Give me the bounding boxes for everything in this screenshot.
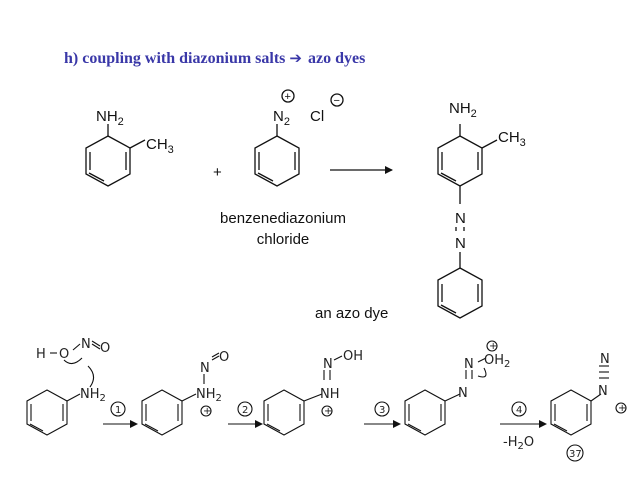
toluidine-ch: CH3: [146, 136, 174, 156]
heading-prefix: h): [64, 50, 79, 67]
heading-text: coupling with diazonium salts: [82, 50, 286, 67]
int1-n: N: [200, 361, 210, 376]
chloride-charge: −: [334, 95, 340, 107]
azo-n-top: N: [455, 210, 466, 227]
nitrous-o: O: [59, 347, 69, 362]
nitrous-n: N: [81, 337, 91, 352]
step1-label: 1: [115, 405, 121, 416]
product-nh: NH2: [449, 100, 477, 120]
diazonium-charge: +: [285, 91, 291, 103]
int3-oh: OH2: [484, 353, 510, 370]
int2-nh: NH: [320, 387, 340, 402]
final-charge: +: [618, 403, 626, 414]
toluidine-nh: NH2: [96, 108, 124, 128]
minus-water: -H2O: [503, 435, 534, 452]
slide-number: 37: [569, 449, 582, 460]
step3-label: 3: [379, 405, 385, 416]
mechanism-drawing: [26, 340, 627, 462]
aniline-nh: NH2: [80, 387, 106, 404]
final-n2: N: [598, 384, 608, 399]
final-n1: N: [600, 352, 610, 367]
product-ch: CH3: [498, 129, 526, 149]
heading-product: azo dyes: [307, 50, 366, 67]
diazonium-molecule: [254, 89, 344, 187]
step4-label: 4: [516, 405, 522, 416]
step2-label: 2: [242, 405, 248, 416]
int3-n2: N: [458, 386, 468, 401]
nitrous-h: H: [36, 347, 46, 362]
int3-charge: +: [489, 341, 497, 352]
int2-oh: OH: [343, 349, 363, 364]
reagent-name-line1: benzenediazonium: [220, 210, 346, 227]
reagent-name-line2: chloride: [257, 231, 310, 248]
plus-sign: +: [213, 164, 222, 181]
diazonium-n: N2: [273, 108, 290, 128]
chloride-ion: Cl: [310, 108, 324, 125]
int2-charge: +: [324, 406, 332, 417]
slide-heading: h) coupling with diazonium salts➔ azo dye…: [64, 49, 365, 68]
int1-o: O: [219, 350, 229, 365]
int3-n1: N: [464, 357, 474, 372]
int2-n: N: [323, 357, 333, 372]
int1-charge: +: [203, 406, 211, 417]
toluidine-molecule: [85, 124, 146, 187]
nitrous-o2: O: [100, 341, 110, 356]
azo-n-bottom: N: [455, 235, 466, 252]
right-arrow-icon: ➔: [289, 49, 302, 67]
int1-nh: NH2: [196, 387, 222, 404]
azo-dye-molecule: [437, 124, 498, 319]
product-caption: an azo dye: [315, 305, 388, 322]
